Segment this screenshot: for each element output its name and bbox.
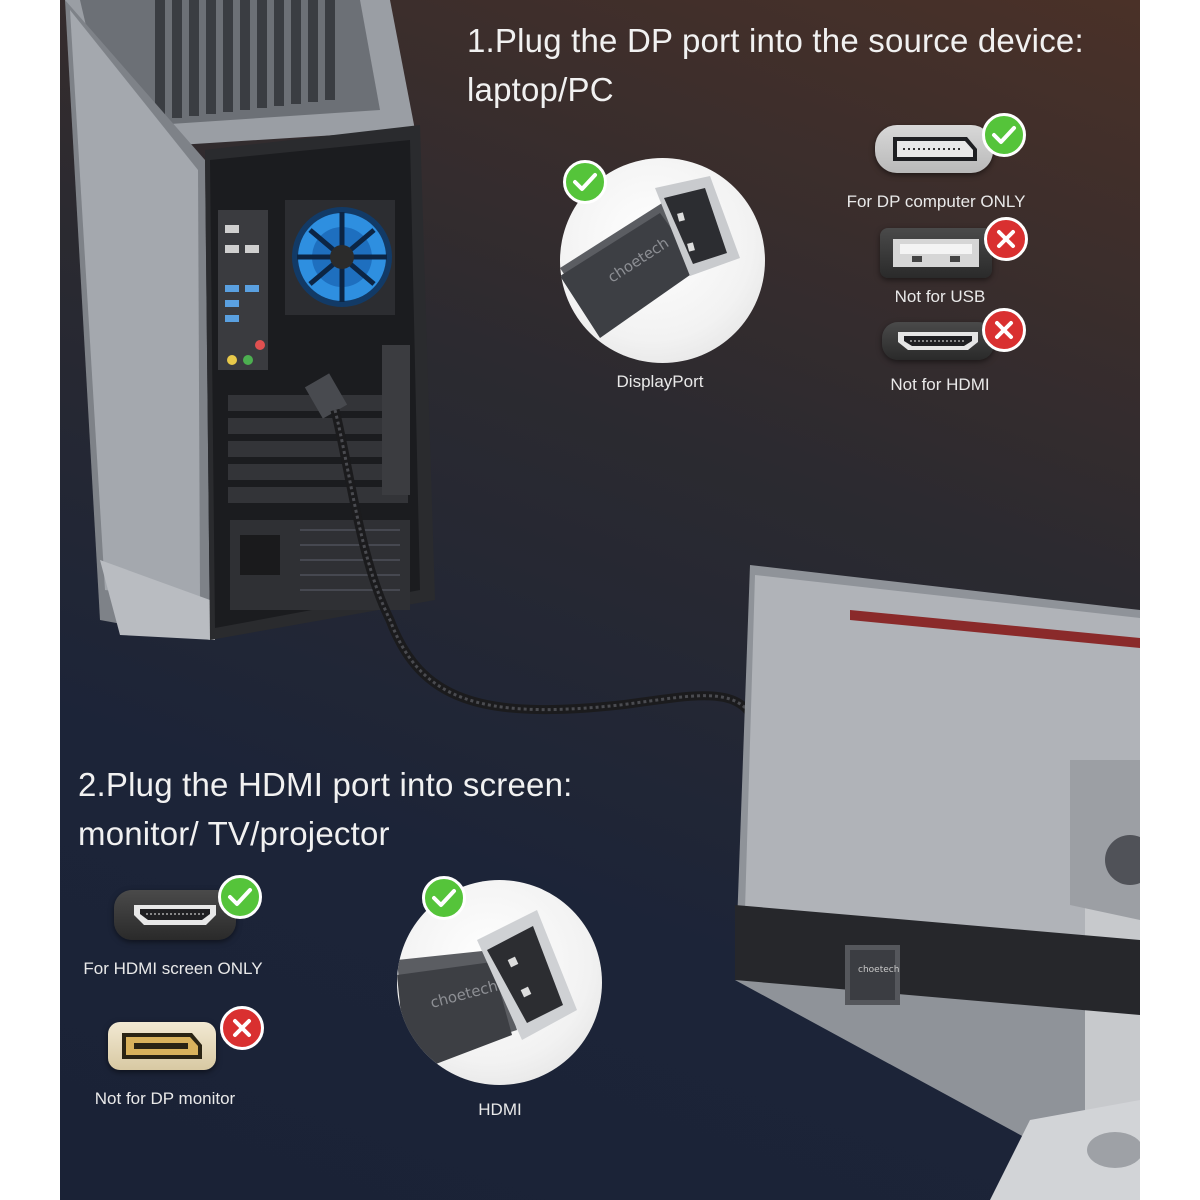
dp-monitor-no-badge — [220, 1006, 264, 1050]
dp-port-icon — [122, 1033, 202, 1059]
displayport-plug-icon: choetech — [560, 176, 740, 338]
dp-port-ok-badge — [982, 113, 1026, 157]
screen-port-label-dp: Not for DP monitor — [94, 1089, 236, 1108]
step1-heading-line1: 1.Plug the DP port into the source devic… — [467, 22, 1084, 59]
dp-port-icon — [893, 137, 977, 161]
plug-brand-text: choetech — [858, 965, 899, 975]
checkmark-icon — [432, 889, 456, 907]
hdmi-port-no-badge — [982, 308, 1026, 352]
step2-heading-line1: 2.Plug the HDMI port into screen: — [78, 766, 573, 803]
hdmi-connector-circle: choetech — [397, 880, 602, 1085]
source-port-label-usb: Not for USB — [894, 287, 986, 306]
hdmi-plug-icon: choetech — [397, 910, 577, 1075]
step2-heading-line2: monitor/ TV/projector — [78, 815, 390, 852]
cross-icon — [997, 230, 1015, 248]
cross-icon — [995, 321, 1013, 339]
screen-port-label-hdmi: For HDMI screen ONLY — [83, 959, 263, 978]
step1-heading-line2: laptop/PC — [467, 71, 614, 108]
dp-port-socket — [875, 125, 993, 173]
cross-icon — [233, 1019, 251, 1037]
hdmi-label: HDMI — [478, 1100, 522, 1119]
step2-heading: 2.Plug the HDMI port into screen: monito… — [78, 760, 573, 858]
hdmi-screen-port-socket — [114, 890, 236, 940]
hdmi-screen-ok-badge — [218, 875, 262, 919]
checkmark-icon — [228, 888, 252, 906]
pc-tower-illustration — [65, 0, 435, 640]
hdmi-port-icon — [134, 905, 216, 925]
displayport-label: DisplayPort — [616, 372, 704, 391]
product-illustration: choetech 1.Plug the DP port into the sou… — [60, 0, 1140, 1200]
hdmi-port-socket — [882, 322, 994, 360]
source-port-label-hdmi: Not for HDMI — [890, 375, 990, 394]
step1-heading: 1.Plug the DP port into the source devic… — [467, 16, 1084, 114]
usb-port-icon — [893, 239, 979, 267]
checkmark-icon — [573, 173, 597, 191]
hdmi-port-icon — [898, 332, 978, 350]
displayport-ok-badge — [563, 160, 607, 204]
dp-monitor-port-socket — [108, 1022, 216, 1070]
monitor-illustration: choetech — [735, 565, 1140, 1200]
hdmi-ok-badge — [422, 876, 466, 920]
usb-port-no-badge — [984, 217, 1028, 261]
usb-port-socket — [880, 228, 992, 278]
source-port-label-dp: For DP computer ONLY — [846, 192, 1026, 211]
checkmark-icon — [992, 126, 1016, 144]
